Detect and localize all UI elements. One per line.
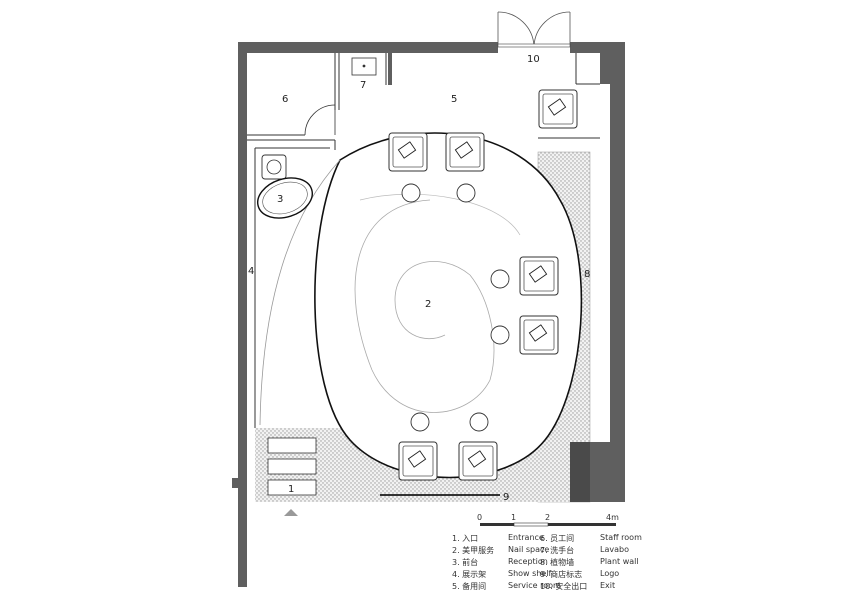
legend-item: 2. 美甲服务 (452, 546, 495, 555)
scale-label-4m: 4m (606, 513, 619, 522)
legend-item: 7. 洗手台 (540, 546, 575, 555)
label-lavabo: 7 (360, 80, 366, 91)
stools (401, 183, 510, 432)
staff-room-door (304, 104, 336, 136)
legend-item: Reception (508, 557, 548, 566)
legend-item: 6. 员工间 (540, 534, 575, 543)
spiral-line-outer (259, 159, 341, 426)
legend-item: Staff room (600, 533, 642, 542)
legend-item: Plant wall (600, 557, 639, 566)
label-entrance: 1 (288, 484, 294, 495)
armchair (388, 132, 428, 172)
label-plant-wall: 8 (584, 269, 590, 280)
legend-item: Exit (600, 581, 616, 590)
entrance-arrow-icon (284, 509, 298, 516)
legend-item: Entrance (508, 533, 544, 542)
label-staff-room: 6 (282, 94, 288, 105)
partitions (247, 53, 600, 428)
scale-bar (480, 522, 616, 527)
reception-cabinet (261, 154, 287, 180)
reception-desk (257, 177, 313, 219)
legend-item: 3. 前台 (452, 558, 479, 567)
legend-item: 5. 备用间 (452, 582, 487, 591)
label-reception: 3 (277, 194, 283, 205)
legend-item: 4. 展示架 (452, 570, 487, 579)
label-nail-space: 2 (425, 299, 431, 310)
label-show-shelf: 4 (248, 266, 254, 277)
spiral-line-inner (354, 199, 495, 413)
label-exit: 10 (527, 54, 540, 65)
scale-label-2: 2 (545, 513, 551, 522)
nail-space-area (314, 132, 583, 479)
armchair (458, 441, 498, 481)
spiral-line-top (359, 193, 521, 236)
legend-item: Lavabo (600, 545, 629, 554)
legend-item: 10. 安全出口 (540, 582, 588, 591)
armchair (519, 315, 559, 355)
armchair (538, 89, 578, 129)
label-service-room: 5 (451, 94, 457, 105)
entrance-shelves (267, 437, 317, 496)
legend-item: Logo (600, 569, 620, 578)
armchair (398, 441, 438, 481)
legend-item: 8. 植物墙 (540, 558, 575, 567)
armchair (445, 132, 485, 172)
legend-item: Show shelf (508, 569, 552, 578)
legend-item: Nail space (508, 545, 550, 554)
legend-item: 1. 入口 (452, 534, 479, 543)
exit-door (497, 11, 571, 47)
walls (232, 42, 625, 587)
legend-item: 9. 商店标志 (540, 570, 583, 579)
legend-item: Service room (508, 581, 561, 590)
armchair (519, 256, 559, 296)
scale-label-1: 1 (511, 513, 517, 522)
label-logo: 9 (503, 492, 509, 503)
scale-label-0: 0 (477, 513, 483, 522)
